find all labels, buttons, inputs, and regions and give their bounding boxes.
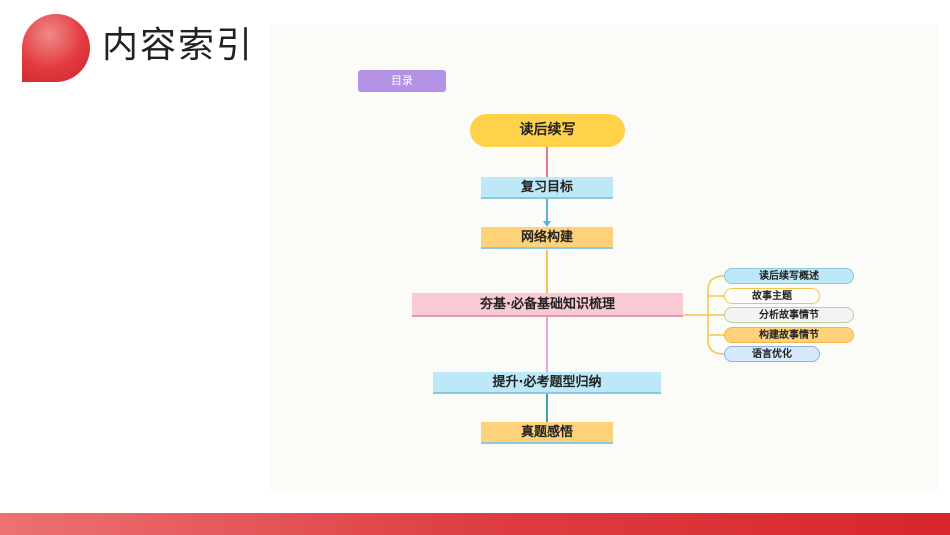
diagram-panel xyxy=(270,24,938,490)
arrow-head xyxy=(543,221,551,227)
footer-bar xyxy=(0,513,950,535)
step-question-types: 提升·必考题型归纳 xyxy=(433,372,661,394)
branch-analyze-plot: 分析故事情节 xyxy=(724,307,854,323)
branch-language-polish: 语言优化 xyxy=(724,346,820,362)
catalog-tag: 目录 xyxy=(358,70,446,92)
root-node: 读后续写 xyxy=(470,114,625,147)
branch-overview: 读后续写概述 xyxy=(724,268,854,284)
page-title: 内容索引 xyxy=(102,25,255,66)
step-real-questions: 真题感悟 xyxy=(481,422,613,444)
step-network-build: 网络构建 xyxy=(481,227,613,249)
step-review-goals: 复习目标 xyxy=(481,177,613,199)
step-foundation-knowledge: 夯基·必备基础知识梳理 xyxy=(412,293,683,317)
title-decoration xyxy=(22,14,90,82)
branch-story-theme: 故事主题 xyxy=(724,288,820,304)
branch-build-plot: 构建故事情节 xyxy=(724,327,854,343)
